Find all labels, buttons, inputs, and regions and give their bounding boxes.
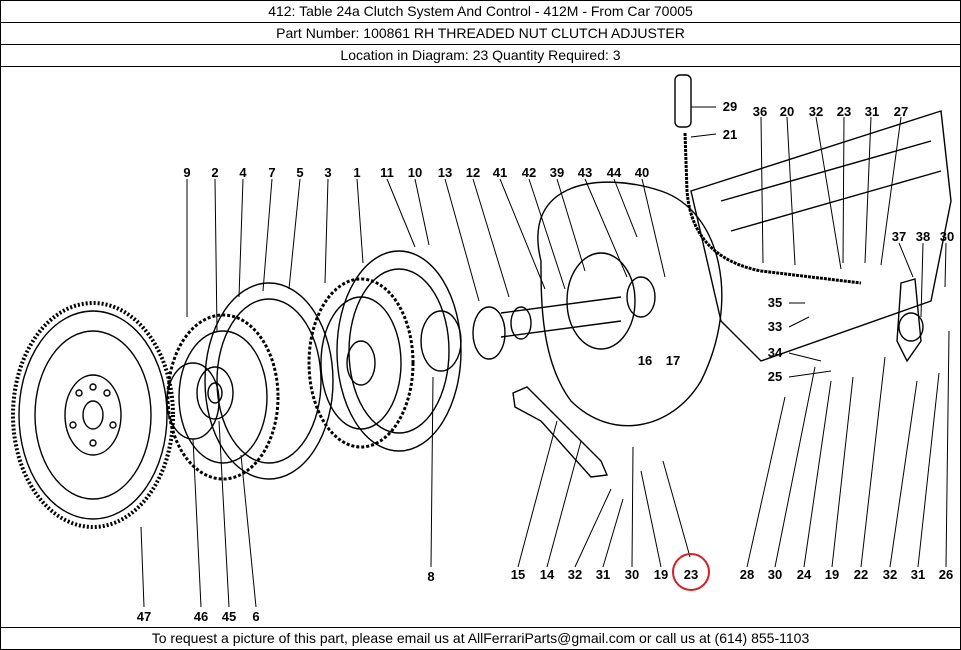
- callout-33[interactable]: 33: [768, 319, 782, 334]
- page-title: 412: Table 24a Clutch System And Control…: [0, 0, 961, 22]
- leader-lines: [140, 106, 950, 608]
- part-number-line: Part Number: 100861 RH THREADED NUT CLUT…: [0, 22, 961, 44]
- callout-30[interactable]: 30: [768, 567, 782, 582]
- callout-34[interactable]: 34: [768, 345, 783, 360]
- callout-42[interactable]: 42: [522, 165, 536, 180]
- callout-17[interactable]: 17: [666, 353, 680, 368]
- callout-31[interactable]: 31: [911, 567, 925, 582]
- callout-23[interactable]: 23: [837, 104, 851, 119]
- callout-30[interactable]: 30: [940, 229, 954, 244]
- callout-29[interactable]: 29: [723, 99, 737, 114]
- bell-housing-drawing: [537, 181, 723, 427]
- callout-22[interactable]: 22: [854, 567, 868, 582]
- callout-21[interactable]: 21: [723, 127, 737, 142]
- callout-6[interactable]: 6: [252, 609, 259, 624]
- callout-4[interactable]: 4: [239, 165, 247, 180]
- diagram-drawing: 29 21 36 20 32 23 31 27 9 2 4 7 5 3 1 11…: [11, 74, 954, 624]
- callout-13[interactable]: 13: [438, 165, 452, 180]
- callout-26[interactable]: 26: [939, 567, 953, 582]
- clutch-lever-drawing: [896, 278, 924, 363]
- callout-41[interactable]: 41: [493, 165, 507, 180]
- callout-3[interactable]: 3: [324, 165, 331, 180]
- location-line: Location in Diagram: 23 Quantity Require…: [0, 44, 961, 66]
- callout-20[interactable]: 20: [780, 104, 794, 119]
- callout-7[interactable]: 7: [268, 165, 275, 180]
- callout-46[interactable]: 46: [194, 609, 208, 624]
- clutch-disc-drawing: [166, 313, 280, 481]
- callout-44[interactable]: 44: [607, 165, 622, 180]
- callout-28[interactable]: 28: [740, 567, 754, 582]
- callout-1[interactable]: 1: [353, 165, 360, 180]
- callout-8[interactable]: 8: [427, 569, 434, 584]
- pressure-plate-drawing: [204, 277, 415, 480]
- callout-40[interactable]: 40: [635, 165, 649, 180]
- callout-45[interactable]: 45: [222, 609, 236, 624]
- contact-footer: To request a picture of this part, pleas…: [0, 627, 961, 650]
- exploded-parts-diagram: 29 21 36 20 32 23 31 27 9 2 4 7 5 3 1 11…: [0, 66, 961, 628]
- callout-35[interactable]: 35: [768, 295, 782, 310]
- callout-47[interactable]: 47: [137, 609, 151, 624]
- callout-5[interactable]: 5: [296, 165, 303, 180]
- clutch-cable-drawing: [674, 74, 862, 285]
- callout-9[interactable]: 9: [183, 165, 190, 180]
- callout-36[interactable]: 36: [753, 104, 767, 119]
- callout-11[interactable]: 11: [380, 165, 394, 180]
- callout-23-highlighted[interactable]: 23: [684, 567, 698, 582]
- callout-19[interactable]: 19: [825, 567, 839, 582]
- clutch-cover-drawing: [336, 250, 462, 452]
- callout-10[interactable]: 10: [408, 165, 422, 180]
- callout-12[interactable]: 12: [466, 165, 480, 180]
- callout-19[interactable]: 19: [654, 567, 668, 582]
- release-bearing-drawing: [472, 296, 622, 360]
- callout-32[interactable]: 32: [809, 104, 823, 119]
- callout-24[interactable]: 24: [797, 567, 812, 582]
- callout-labels: 29 21 36 20 32 23 31 27 9 2 4 7 5 3 1 11…: [137, 99, 954, 624]
- callout-43[interactable]: 43: [578, 165, 592, 180]
- callout-37[interactable]: 37: [892, 229, 906, 244]
- callout-31[interactable]: 31: [865, 104, 879, 119]
- release-fork-drawing: [512, 386, 609, 478]
- callout-14[interactable]: 14: [540, 567, 555, 582]
- callout-30[interactable]: 30: [625, 567, 639, 582]
- highlight-circle: [672, 553, 710, 591]
- callout-25[interactable]: 25: [768, 369, 782, 384]
- flywheel-drawing: [11, 301, 175, 529]
- callout-39[interactable]: 39: [550, 165, 564, 180]
- callout-31[interactable]: 31: [596, 567, 610, 582]
- callout-38[interactable]: 38: [916, 229, 930, 244]
- callout-32[interactable]: 32: [883, 567, 897, 582]
- callout-2[interactable]: 2: [211, 165, 218, 180]
- callout-32[interactable]: 32: [568, 567, 582, 582]
- callout-27[interactable]: 27: [894, 104, 908, 119]
- callout-16[interactable]: 16: [638, 353, 652, 368]
- callout-15[interactable]: 15: [511, 567, 525, 582]
